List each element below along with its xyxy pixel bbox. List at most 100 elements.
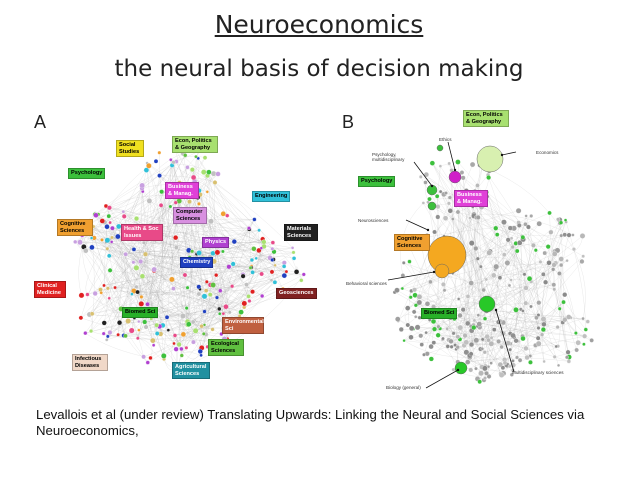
edge (442, 338, 504, 374)
node (447, 208, 453, 214)
node (194, 154, 198, 159)
label-business: Business & Manag. (165, 182, 199, 199)
node (477, 379, 482, 384)
node (559, 233, 564, 238)
edge (189, 256, 285, 264)
label-econ-politics: Econ, Politics & Geography (172, 136, 218, 153)
node (171, 160, 176, 165)
edge (467, 301, 564, 363)
edge (206, 265, 276, 291)
annotation-arrow (405, 219, 429, 231)
node (538, 260, 543, 264)
edge (146, 162, 285, 276)
node (210, 250, 216, 256)
node (510, 332, 516, 339)
edge (94, 165, 173, 215)
edge (192, 286, 233, 323)
node (143, 324, 149, 330)
edge (199, 288, 240, 317)
node (444, 191, 448, 195)
node (259, 271, 264, 277)
node (579, 259, 585, 264)
edge (85, 240, 108, 295)
node (250, 289, 255, 295)
edge (94, 237, 207, 335)
node (206, 169, 212, 175)
edge (507, 239, 522, 310)
node (476, 313, 480, 317)
node (154, 322, 160, 328)
edge (91, 247, 182, 350)
node (557, 271, 562, 276)
node (192, 327, 199, 334)
node (475, 256, 480, 261)
edge (82, 235, 140, 331)
node (535, 335, 541, 341)
annotation-neurosciences: Neurosciences (358, 218, 389, 223)
node (291, 250, 296, 255)
node (121, 214, 127, 219)
edge (490, 301, 564, 364)
edge (404, 314, 416, 326)
node (529, 214, 534, 218)
edge (141, 188, 146, 297)
node (455, 334, 461, 340)
edge (117, 261, 192, 335)
node (273, 263, 277, 267)
edge (128, 156, 197, 228)
node (462, 333, 468, 339)
node (555, 325, 560, 330)
node (113, 285, 117, 290)
edge (471, 242, 539, 329)
node (475, 215, 481, 220)
node (496, 339, 501, 344)
edge (148, 189, 191, 313)
edge (199, 194, 249, 229)
node (528, 360, 533, 365)
edge (471, 217, 479, 327)
node (463, 349, 470, 356)
network-panel-a: A Social Studies Econ, Politics & Geogra… (30, 110, 325, 400)
edge (147, 271, 287, 363)
node (493, 263, 500, 270)
node (522, 272, 527, 277)
node (73, 239, 78, 244)
node (442, 288, 447, 293)
node (214, 273, 219, 278)
node (89, 329, 94, 334)
highlight-node (436, 144, 444, 152)
edge (248, 219, 263, 243)
node (157, 150, 162, 155)
edge (473, 213, 574, 236)
edge (415, 316, 502, 335)
node (89, 236, 94, 240)
edge (258, 230, 287, 272)
edge (181, 348, 201, 360)
node (468, 216, 472, 220)
node (558, 220, 564, 225)
edge (195, 219, 255, 331)
annotation-arrow (425, 369, 459, 389)
node (484, 277, 489, 282)
node (115, 233, 121, 240)
panel-a-letter: A (34, 112, 47, 132)
node (78, 315, 84, 321)
node (441, 336, 445, 341)
node (445, 344, 450, 349)
edge (476, 262, 556, 341)
edge (105, 205, 271, 259)
edge (407, 242, 485, 353)
node (184, 306, 189, 310)
node (540, 327, 546, 333)
edge (516, 309, 528, 358)
edge (109, 255, 249, 297)
edge (506, 235, 522, 366)
edge (409, 261, 454, 334)
node (529, 304, 533, 309)
edge (95, 205, 110, 221)
node (106, 213, 111, 219)
edge (425, 182, 514, 336)
node (487, 365, 491, 369)
edge (414, 212, 550, 290)
edge (137, 242, 148, 339)
